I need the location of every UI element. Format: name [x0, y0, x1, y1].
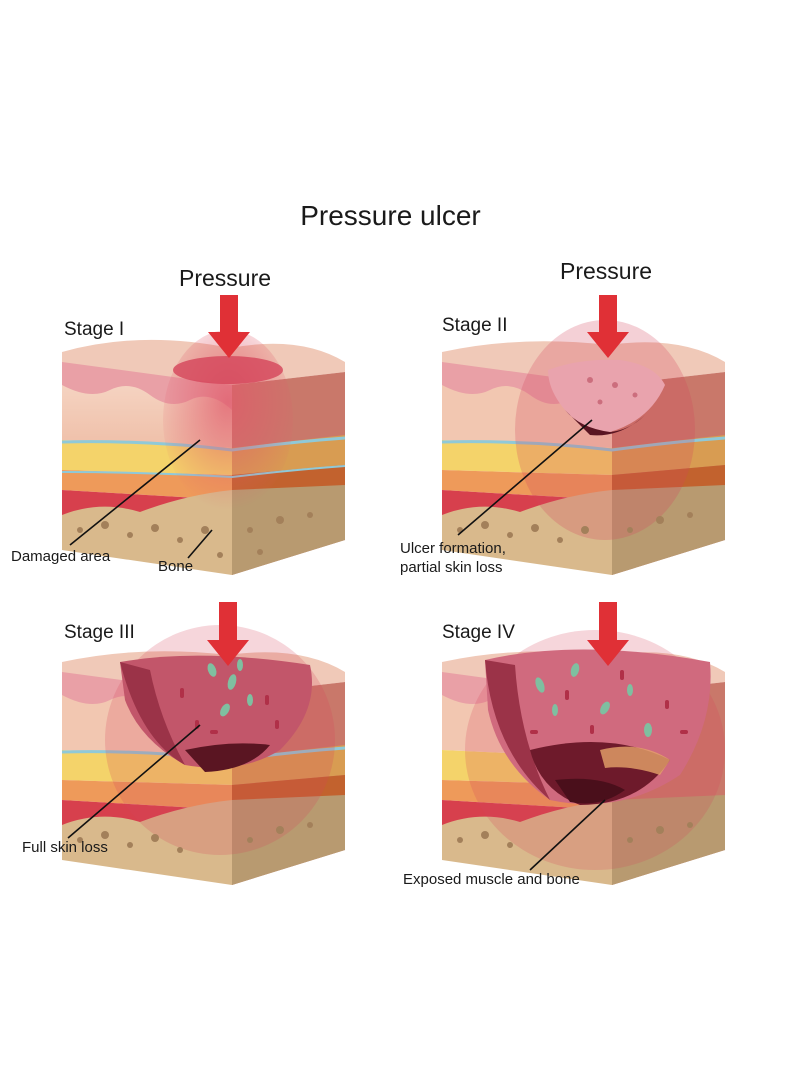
stage-3-skin-block: [61, 602, 346, 885]
exposed-bone-cavity: [555, 778, 625, 804]
stage-1-skin-block: [61, 295, 346, 575]
ulcer-pointer: [457, 419, 593, 536]
stage-2-label: Stage II: [442, 315, 508, 336]
pressure-arrow: [587, 602, 629, 666]
stage-4-label: Stage IV: [442, 622, 515, 643]
stage-4-skin-block: [442, 602, 725, 885]
diagram-title: Pressure ulcer: [300, 200, 481, 231]
bone-layer: [62, 490, 232, 575]
full-skin-loss-pointer: [67, 724, 201, 839]
ulcer-crater: [548, 359, 665, 432]
pressure-label-stage-1: Pressure: [179, 265, 272, 291]
pressure-arrow: [587, 295, 629, 358]
note-bone: Bone: [158, 558, 194, 575]
note-ulcer-formation: Ulcer formation, partial skin loss: [400, 540, 506, 576]
stage-3-label: Stage III: [64, 622, 135, 643]
note-full-skin-loss: Full skin loss: [22, 839, 108, 856]
pressure-label-stage-2: Pressure: [560, 258, 653, 284]
damaged-area-pointer: [69, 439, 201, 546]
bone-pointer: [187, 529, 213, 559]
pressure-arrow: [207, 602, 249, 666]
note-exposed-muscle-and-bone: Exposed muscle and bone: [403, 871, 580, 888]
redness-spot: [173, 356, 283, 384]
stage-1-label: Stage I: [64, 319, 125, 340]
stage-2-skin-block: [441, 295, 726, 575]
exposed-muscle-pointer: [529, 799, 606, 871]
note-damaged-area: Damaged area: [11, 548, 111, 565]
pressure-arrow: [208, 295, 250, 358]
